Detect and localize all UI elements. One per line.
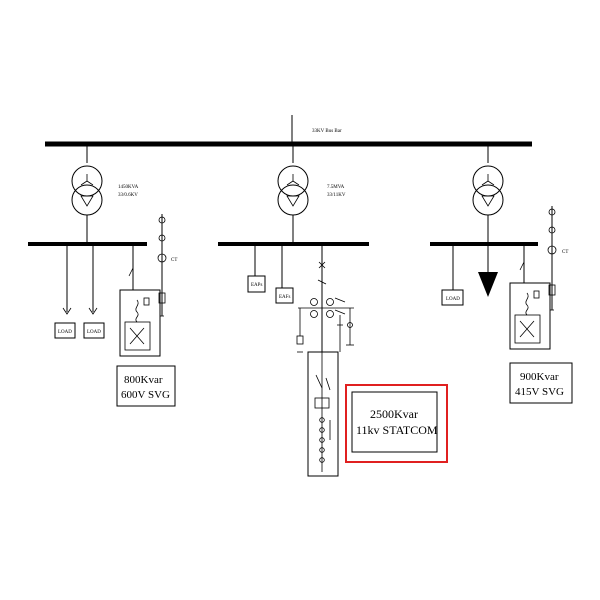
right-svg-box <box>509 362 573 404</box>
left-load-1-label: LOAD <box>58 330 72 335</box>
right-load-feeder <box>441 244 464 306</box>
transformer-left-rating: 1450KVA <box>118 185 139 190</box>
middle-eap-1-label: EAPs <box>251 283 262 288</box>
right-ct-branch <box>547 206 557 311</box>
left-svg-box-line1: 800Kvar <box>124 374 163 386</box>
left-svg-box <box>116 365 176 407</box>
main-bus-label: 33KV Bus Bar <box>312 129 342 134</box>
middle-eap-feeders <box>247 244 294 304</box>
transformer-right <box>472 144 504 244</box>
left-svg-branch <box>119 244 161 357</box>
transformer-left <box>71 144 103 244</box>
right-svg-box-line2: 415V SVG <box>515 386 564 398</box>
middle-statcom-branch <box>296 244 354 477</box>
left-load-2-label: LOAD <box>87 330 101 335</box>
transformer-middle <box>277 144 309 244</box>
statcom-box-line2: 11kv STATCOM <box>356 423 438 437</box>
left-svg-box-line2: 600V SVG <box>121 389 170 401</box>
transformer-middle-ratio: 33/11KV <box>327 193 346 198</box>
transformer-middle-rating: 7.5MVA <box>327 185 345 190</box>
left-ct-branch <box>157 214 167 317</box>
left-load-feeders <box>54 244 105 339</box>
right-svg-branch <box>509 244 551 350</box>
transformer-left-ratio: 33/0.6KV <box>118 193 138 198</box>
statcom-box <box>351 391 438 453</box>
statcom-box-line1: 2500Kvar <box>370 407 418 421</box>
statcom-highlight-frame <box>345 384 448 463</box>
right-ground-arrow <box>478 244 498 297</box>
right-ct-label: CT <box>562 250 568 255</box>
right-svg-box-line1: 900Kvar <box>520 371 559 383</box>
left-ct-label: CT <box>171 258 177 263</box>
right-load-label: LOAD <box>446 297 460 302</box>
middle-eap-2-label: EAFs <box>279 295 290 300</box>
